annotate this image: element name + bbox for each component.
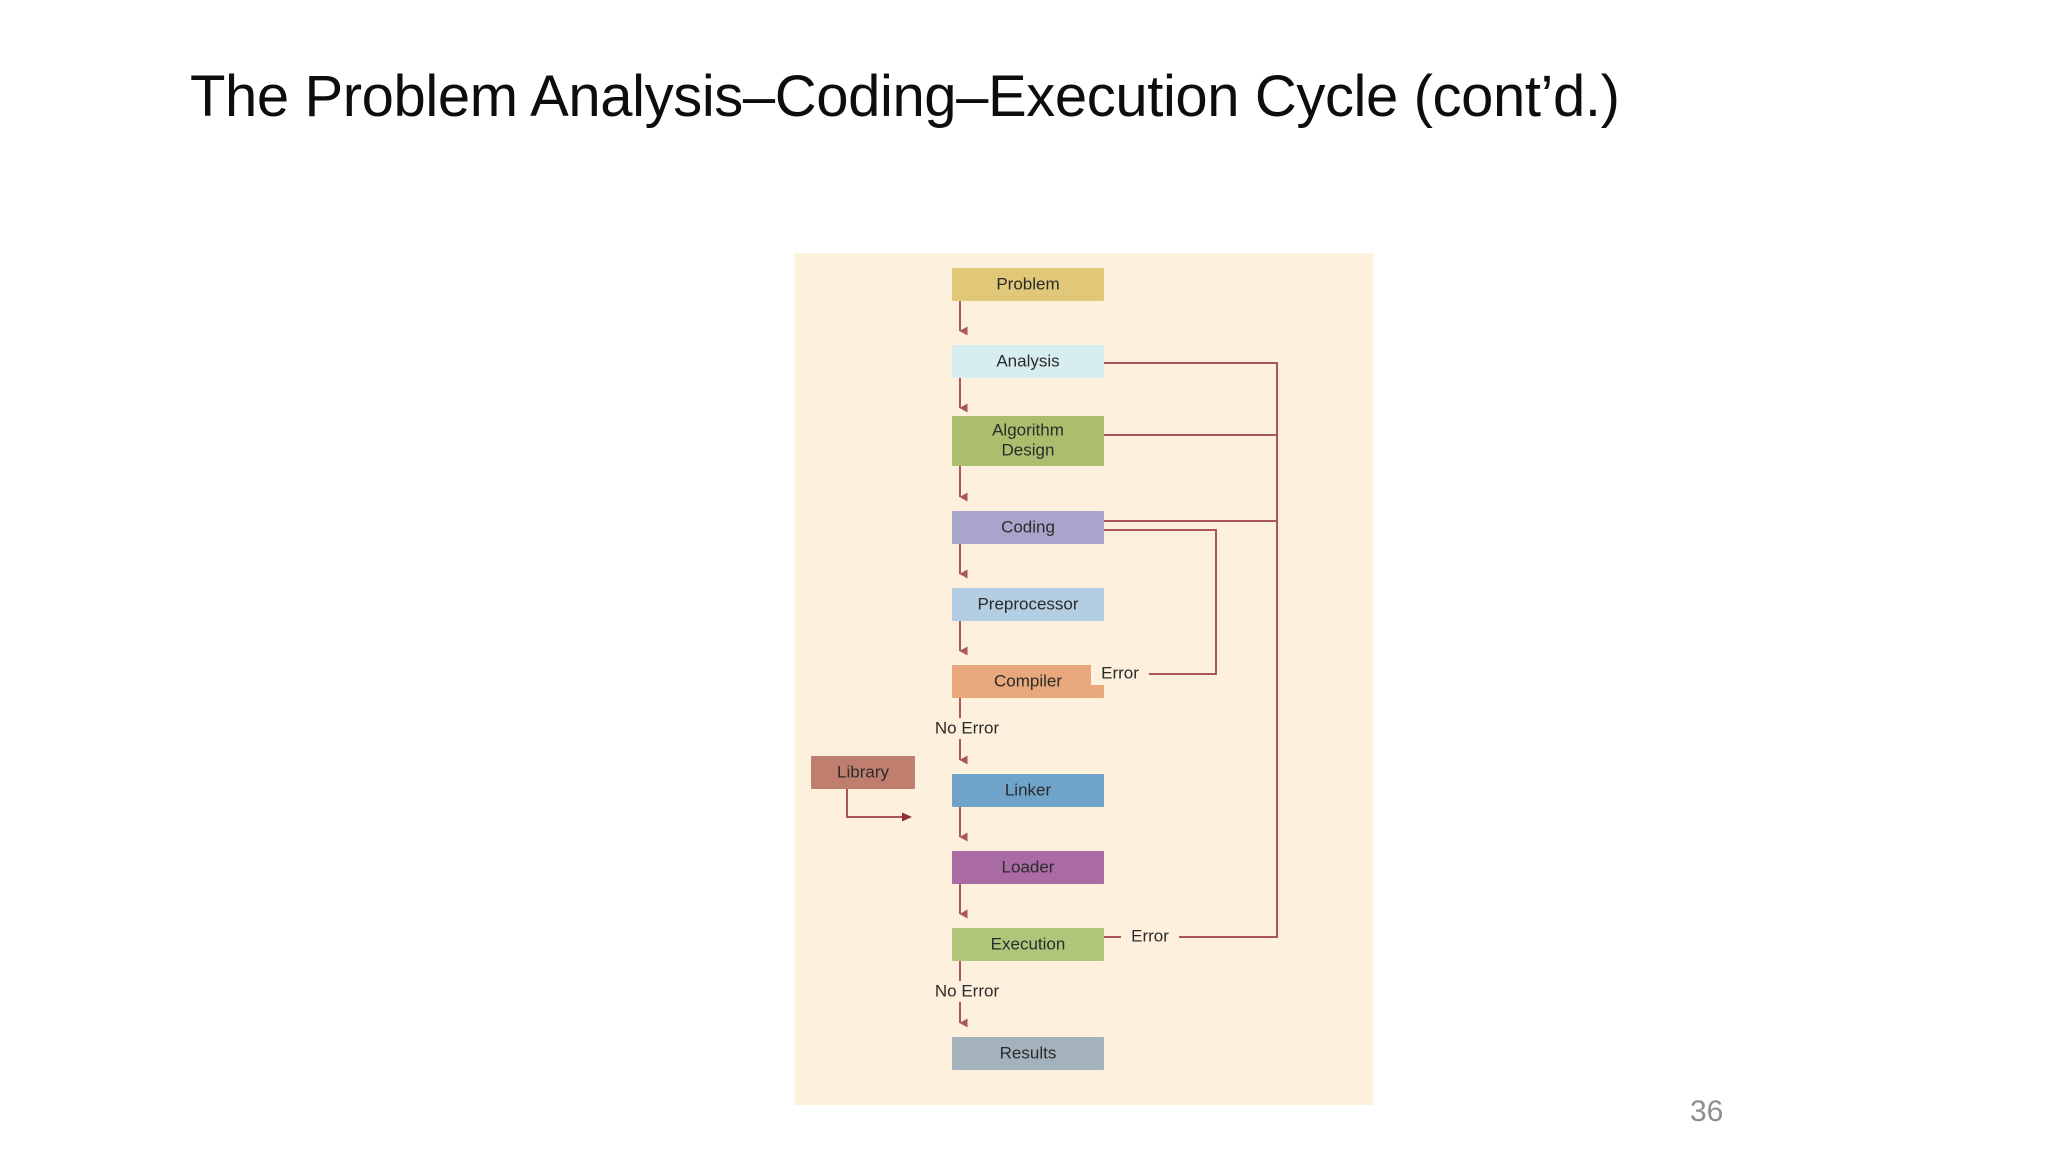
node-library-rect bbox=[811, 756, 915, 789]
node-preprocessor-rect bbox=[952, 588, 1104, 621]
edge-label-execution-error-text: Error bbox=[1131, 926, 1169, 945]
node-algorithm-design: Algorithm Design bbox=[952, 416, 1104, 466]
node-loader-label: Loader bbox=[1002, 857, 1055, 876]
node-problem-label: Problem bbox=[996, 274, 1059, 293]
node-algorithm-design-label-line2: Design bbox=[1002, 440, 1055, 459]
edge-label-execution-error: Error bbox=[1121, 926, 1179, 948]
node-results-rect bbox=[952, 1037, 1104, 1070]
node-execution-rect bbox=[952, 928, 1104, 961]
node-compiler: Compiler bbox=[952, 665, 1104, 698]
node-results: Results bbox=[952, 1037, 1104, 1070]
edge-label-execution-no-error: No Error bbox=[926, 981, 1008, 1002]
node-analysis-label: Analysis bbox=[996, 351, 1059, 370]
page-title: The Problem Analysis–Coding–Execution Cy… bbox=[190, 64, 1620, 129]
edge-label-compiler-error-text: Error bbox=[1101, 663, 1139, 682]
node-problem: Problem bbox=[952, 268, 1104, 301]
connector-library-linker bbox=[846, 788, 912, 822]
node-execution-label: Execution bbox=[991, 934, 1066, 953]
node-loader-rect bbox=[952, 851, 1104, 884]
node-analysis: Analysis bbox=[952, 345, 1104, 378]
node-library-label: Library bbox=[837, 762, 889, 781]
node-library: Library bbox=[811, 756, 915, 789]
node-compiler-rect bbox=[952, 665, 1104, 698]
node-linker-rect bbox=[952, 774, 1104, 807]
node-linker-label: Linker bbox=[1005, 780, 1052, 799]
page-number: 36 bbox=[1690, 1095, 1724, 1128]
node-coding: Coding bbox=[952, 511, 1104, 544]
flowchart-svg: Problem Analysis Algorithm Design Coding… bbox=[811, 268, 1278, 1070]
node-execution: Execution bbox=[952, 928, 1104, 961]
node-coding-label: Coding bbox=[1001, 517, 1055, 536]
edge-label-execution-no-error-text: No Error bbox=[935, 981, 1000, 1000]
node-loader: Loader bbox=[952, 851, 1104, 884]
node-results-label: Results bbox=[1000, 1043, 1057, 1062]
node-algorithm-design-label-line1: Algorithm bbox=[992, 420, 1064, 439]
flowchart-figure: Problem Analysis Algorithm Design Coding… bbox=[795, 253, 1373, 1105]
node-compiler-label: Compiler bbox=[994, 671, 1062, 690]
node-linker: Linker bbox=[952, 774, 1104, 807]
node-problem-rect bbox=[952, 268, 1104, 301]
edge-label-compiler-error: Error bbox=[1091, 663, 1149, 685]
edge-label-compiler-no-error: No Error bbox=[926, 718, 1008, 739]
node-algorithm-design-rect bbox=[952, 416, 1104, 466]
node-preprocessor-label: Preprocessor bbox=[977, 594, 1078, 613]
node-analysis-rect bbox=[952, 345, 1104, 378]
edge-label-compiler-no-error-text: No Error bbox=[935, 718, 1000, 737]
node-preprocessor: Preprocessor bbox=[952, 588, 1104, 621]
node-coding-rect bbox=[952, 511, 1104, 544]
